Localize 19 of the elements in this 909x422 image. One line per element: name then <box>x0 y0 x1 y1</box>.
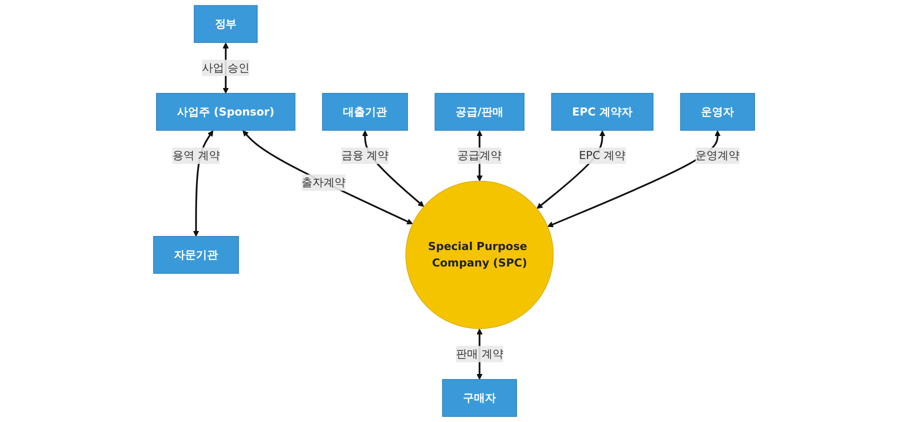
node-box: 자문기관 <box>154 236 240 274</box>
edge-label: 판매 계약 <box>456 347 504 360</box>
node-box: EPC 계약자 <box>552 92 654 131</box>
edge-label: 용역 계약 <box>172 148 220 162</box>
edge-label: 운영계약 <box>696 148 740 162</box>
node-box: 정부 <box>194 5 258 43</box>
node-box: 대출기관 <box>322 92 408 131</box>
edge-label: 사업 승인 <box>202 61 250 74</box>
arrow <box>242 130 414 224</box>
node-box: 사업주 (Sponsor) <box>156 92 296 131</box>
edge-label: 출자계약 <box>302 176 346 189</box>
node-box: 공급/판매 <box>435 92 525 131</box>
edge-label: EPC 계약 <box>579 148 626 162</box>
edge-label: 공급계약 <box>458 148 502 162</box>
arrow <box>548 130 722 228</box>
edge-label: 금융 계약 <box>342 148 390 162</box>
node-circle: Special Purpose Company (SPC) <box>406 180 554 330</box>
node-box: 운영자 <box>680 92 756 131</box>
node-box: 구매자 <box>442 379 518 417</box>
